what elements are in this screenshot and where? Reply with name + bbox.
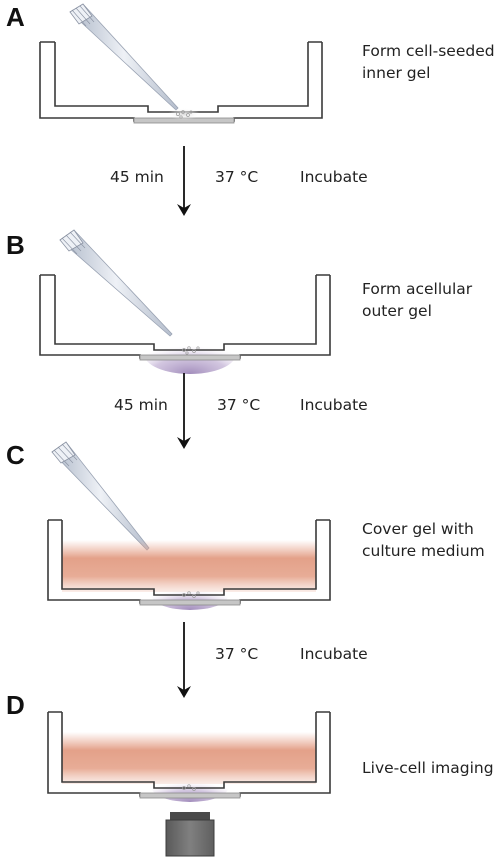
panel-b-label: Form acellular outer gel <box>362 278 472 322</box>
panel-b-label-line2: outer gel <box>362 302 432 320</box>
panel-c-label-line2: culture medium <box>362 542 485 560</box>
cells-b <box>182 346 200 355</box>
panel-c-label-line1: Cover gel with <box>362 520 474 538</box>
pipette-tip-b <box>59 229 173 337</box>
panel-a-label: Form cell-seeded inner gel <box>362 40 495 84</box>
coverslip-c <box>139 599 241 606</box>
cells-c <box>182 591 200 598</box>
panel-a <box>39 3 323 124</box>
coverslip-d <box>139 792 241 799</box>
step2-time: 45 min <box>114 396 168 414</box>
panel-d-label: Live-cell imaging <box>362 757 494 779</box>
pipette-tip-a <box>69 3 179 111</box>
step1-action: Incubate <box>300 168 368 186</box>
panel-letter-c: C <box>6 440 25 470</box>
microscope-objective <box>165 812 215 857</box>
cells-d <box>182 784 196 791</box>
outer-gel-b <box>144 334 236 374</box>
outer-gel-c <box>152 582 228 610</box>
panel-b-label-line1: Form acellular <box>362 280 473 298</box>
panel-c-label: Cover gel with culture medium <box>362 518 485 562</box>
cell-gel-a <box>168 108 200 120</box>
step3-temp: 37 °C <box>215 645 259 663</box>
step1-temp: 37 °C <box>215 168 259 186</box>
panel-a-label-line2: inner gel <box>362 64 431 82</box>
coverslip-b <box>139 354 241 361</box>
panel-d-label-line1: Live-cell imaging <box>362 759 494 777</box>
panel-letter-a: A <box>6 2 25 32</box>
arrow-bc <box>177 373 191 449</box>
step2-temp: 37 °C <box>217 396 261 414</box>
step1-time: 45 min <box>110 168 164 186</box>
cells-a <box>176 110 193 119</box>
panel-c <box>47 441 331 610</box>
panel-a-label-line1: Form cell-seeded <box>362 42 495 60</box>
panel-d <box>47 711 331 857</box>
step2-action: Incubate <box>300 396 368 414</box>
arrow-ab <box>177 146 191 216</box>
pipette-tip-c <box>51 441 150 551</box>
arrow-cd <box>177 622 191 698</box>
panel-letter-b: B <box>6 230 25 260</box>
panel-b <box>39 229 331 374</box>
panel-letter-d: D <box>6 690 25 720</box>
step3-action: Incubate <box>300 645 368 663</box>
